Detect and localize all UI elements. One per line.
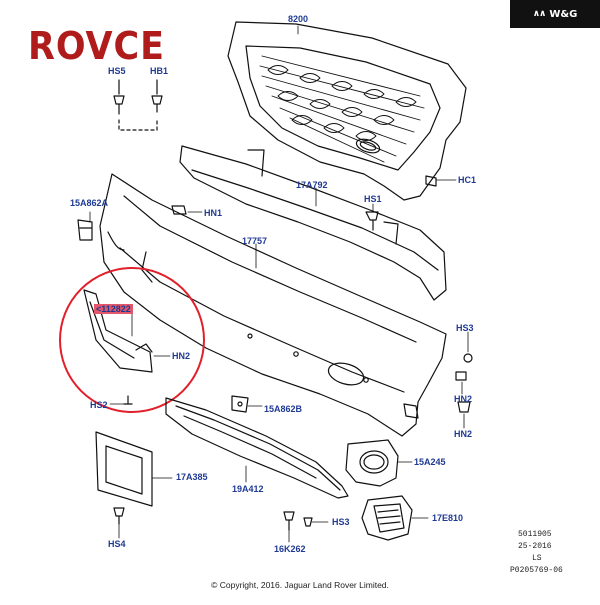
label-19a412: 19A412 [232,484,264,494]
label-hb1: HB1 [150,66,169,76]
watermark-text: W&G [549,8,578,20]
label-hs3-right: HS3 [456,323,474,333]
bumper-cover [99,173,447,437]
copyright-notice: © Copyright, 2016. Jaguar Land Rover Lim… [211,580,389,590]
watermark-badge: ∧∧ W&G [510,0,600,28]
label-15a862b: 15A862B [264,404,303,414]
fog-lamp-unit [361,495,413,541]
left-bracket-15a862a [77,219,93,241]
label-16k262: 16K262 [274,544,306,554]
lower-grille-strip [165,397,349,499]
label-17e810: 17E810 [432,513,464,523]
label-hn2-left: HN2 [172,351,191,361]
support-beam [179,145,447,301]
label-hs3-bottom: HS3 [332,517,350,527]
label-hn2-right-1: HN2 [454,394,473,404]
label-hc1: HC1 [458,175,477,185]
label-8200: 8200 [288,14,309,24]
label-17a385: 17A385 [176,472,208,482]
label-17757: 17757 [242,236,268,246]
highlight-circle [59,267,205,413]
leader-lines [89,25,469,543]
stamp-line-1: 5011905 [518,530,552,539]
license-plate-bracket [95,431,153,525]
brand-logo: ROVCE [28,24,165,68]
label-hn2-right-2: HN2 [454,429,473,439]
label-hs2: HS2 [90,400,108,410]
label-hs1: HS1 [364,194,382,204]
stamp-line-2: 25-2016 [518,542,552,551]
fog-lamp-bezel [345,439,399,487]
label-112822-highlighted: <112822 [94,304,133,314]
bracket-15a862b [231,395,249,413]
label-15a245: 15A245 [414,457,446,467]
bottom-fasteners [283,511,313,531]
hn1-nut [171,205,187,215]
wg-logo-icon: ∧∧ [532,9,547,19]
label-15a862a: 15A862A [70,198,109,208]
label-hn1: HN1 [204,208,223,218]
top-left-fasteners [113,79,163,131]
stamp-line-3: LS [532,554,542,563]
label-17a792: 17A792 [296,180,328,190]
stamp-line-4: P0205769-06 [510,566,563,575]
right-fasteners [403,353,473,419]
label-hs5: HS5 [108,66,126,76]
hs1-fastener [365,211,379,231]
label-hs4: HS4 [108,539,126,549]
grille-part [227,21,467,201]
